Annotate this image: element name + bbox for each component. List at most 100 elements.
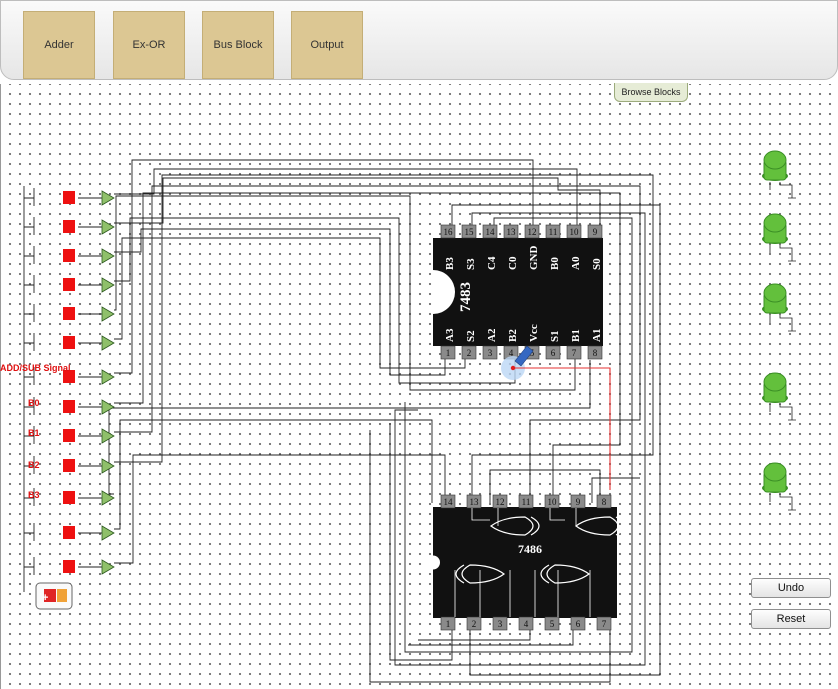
wire [114,195,576,391]
pin-number: 14 [486,227,496,237]
pin-number: 4 [509,348,514,358]
ex-or-block-button[interactable]: Ex-OR [113,11,185,79]
block-toolbar: Adder Ex-OR Bus Block Output [0,0,838,80]
bus-block-button[interactable]: Bus Block [202,11,274,79]
led-leads [769,494,796,511]
pin-number: 5 [550,619,555,629]
pin [544,616,560,631]
pin-number: 2 [472,619,477,629]
battery-positive [44,589,56,602]
pin-number: 1 [446,348,451,358]
b2-label: B2 [28,460,40,470]
input-switch [63,220,75,233]
led-dome [763,283,787,303]
xor-gate-symbol [489,516,540,536]
input-buffer-triangle [101,369,115,385]
pin-label: A3 [444,328,456,342]
battery-icon: + [35,582,73,610]
chip-body [433,507,617,618]
output-block-button[interactable]: Output [291,11,363,79]
xor-gate-symbol [540,564,591,584]
pin [545,345,561,360]
input-switch [63,336,75,349]
led-leads [769,182,796,199]
input-switch [63,429,75,442]
input-buffer-triangle [101,458,115,474]
input-buffer-triangle [101,248,115,264]
wire [389,423,453,661]
wire [114,159,534,374]
browse-blocks-tab[interactable]: Browse Blocks [614,83,688,102]
pin-number: 6 [551,348,556,358]
input-buffer-triangle [101,219,115,235]
output-led [762,372,796,421]
pin [570,494,586,509]
pin-number: 3 [488,348,493,358]
chip-body [433,238,603,346]
led-dome [763,150,787,170]
probe-wire [513,367,611,490]
chip-notch [426,555,440,570]
wire [114,168,578,230]
xor-gate-symbol [455,564,506,584]
output-led [762,213,796,262]
chip-name: 7486 [518,542,542,556]
wire [489,469,601,505]
input-switch [63,400,75,413]
reset-button[interactable]: Reset [751,609,831,629]
pin [596,616,612,631]
pin-label: B3 [444,257,456,270]
pin-number: 15 [465,227,475,237]
pin [524,224,540,239]
pin [587,224,603,239]
pin-number: 12 [528,227,537,237]
pin-number: 8 [593,348,598,358]
led-leads [769,245,796,262]
pin [518,494,534,509]
ic-7483[interactable]: 16B315S314C413C012GND11B010A09S01A32S23A… [433,224,603,360]
input-switch [63,307,75,320]
pin [587,345,603,360]
input-switch [63,278,75,291]
pin-number: 14 [444,497,454,507]
wire-probe [501,345,611,490]
pin-number: 10 [570,227,580,237]
pin [566,345,582,360]
led-leads [769,315,796,332]
input-switch [63,249,75,262]
pin [440,494,456,509]
pin-number: 9 [593,227,598,237]
pin-number: 2 [467,348,472,358]
undo-button[interactable]: Undo [751,578,831,598]
pin-number: 11 [522,497,531,507]
input-switch [63,191,75,204]
led-dome [763,372,787,392]
wire [114,454,446,564]
pin-number: 3 [498,619,503,629]
pin-number: 6 [576,619,581,629]
input-bus: + [33,188,115,610]
led-leads [769,404,796,421]
wire [114,192,621,503]
input-buffer-triangle [101,490,115,506]
pin [466,494,482,509]
wire [114,217,516,384]
b1-label: B1 [28,428,40,438]
pin-label: S3 [465,258,477,270]
pin-label: A0 [570,256,582,270]
input-buffer-triangle [101,428,115,444]
wire [451,204,661,676]
pin-number: 7 [602,619,607,629]
battery-negative [57,589,67,602]
adder-block-button[interactable]: Adder [23,11,95,79]
pin [461,224,477,239]
battery-plus-sign: + [42,592,48,604]
output-led [762,150,796,199]
add-sub-signal-label: ADD/SUB Signal [0,363,71,373]
wire [114,237,466,369]
circuit-canvas[interactable] [0,84,838,689]
pin-label: B2 [507,329,519,342]
pin [544,494,560,509]
